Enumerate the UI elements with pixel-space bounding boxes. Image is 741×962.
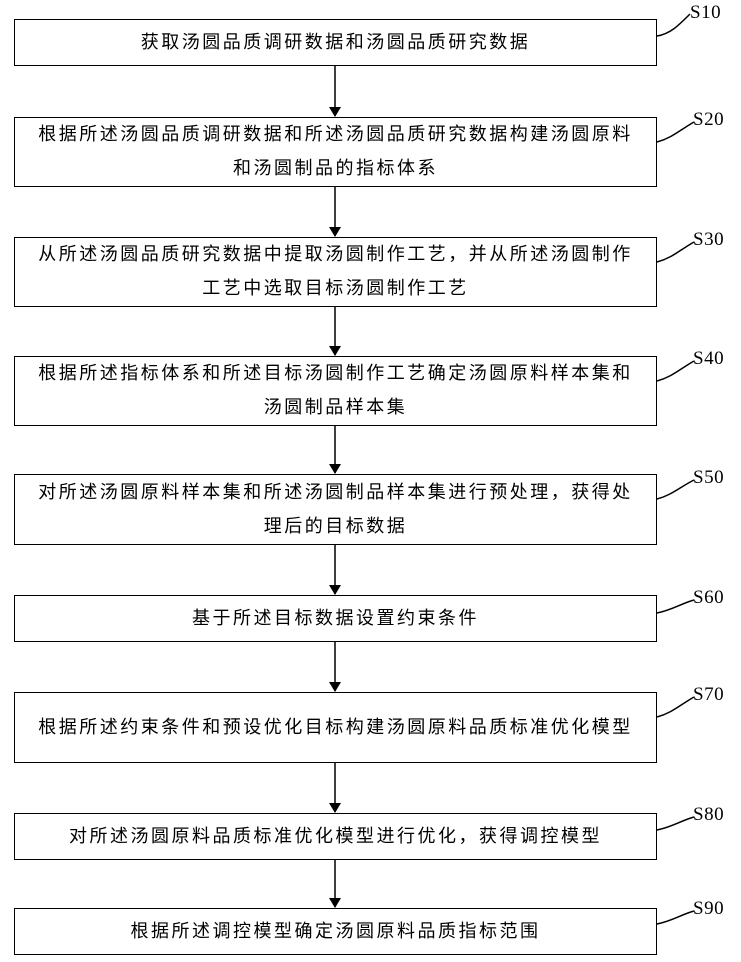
step-text-s80: 对所述汤圆原料品质标准优化模型进行优化，获得调控模型	[55, 820, 616, 854]
step-box-s50: 对所述汤圆原料样本集和所述汤圆制品样本集进行预处理，获得处理后的目标数据	[14, 474, 657, 545]
step-text-s50: 对所述汤圆原料样本集和所述汤圆制品样本集进行预处理，获得处理后的目标数据	[15, 476, 656, 544]
step-text-s30: 从所述汤圆品质研究数据中提取汤圆制作工艺，并从所述汤圆制作工艺中选取目标汤圆制作…	[15, 238, 656, 306]
step-label-s20: S20	[693, 109, 724, 131]
step-box-s70: 根据所述约束条件和预设优化目标构建汤圆原料品质标准优化模型	[14, 692, 657, 763]
step-text-s40: 根据所述指标体系和所述目标汤圆制作工艺确定汤圆原料样本集和汤圆制品样本集	[15, 357, 656, 425]
step-label-s30: S30	[693, 229, 724, 251]
step-label-s70: S70	[693, 684, 724, 706]
step-box-s30: 从所述汤圆品质研究数据中提取汤圆制作工艺，并从所述汤圆制作工艺中选取目标汤圆制作…	[14, 237, 657, 307]
step-box-s10: 获取汤圆品质调研数据和汤圆品质研究数据	[14, 19, 657, 66]
step-label-s80: S80	[693, 804, 724, 826]
step-text-s60: 基于所述目标数据设置约束条件	[178, 602, 493, 636]
leader-s60	[657, 600, 694, 613]
step-label-s50: S50	[693, 467, 724, 489]
leader-s50	[657, 480, 694, 499]
leader-s80	[657, 817, 694, 830]
step-box-s60: 基于所述目标数据设置约束条件	[14, 595, 657, 642]
step-text-s90: 根据所述调控模型确定汤圆原料品质指标范围	[117, 915, 555, 949]
leader-s70	[657, 697, 694, 717]
step-label-s10: S10	[690, 2, 721, 24]
step-label-s90: S90	[693, 898, 724, 920]
leader-s90	[657, 911, 694, 924]
leader-s30	[657, 242, 694, 262]
step-text-s20: 根据所述汤圆品质调研数据和所述汤圆品质研究数据构建汤圆原料和汤圆制品的指标体系	[15, 118, 656, 186]
step-text-s10: 获取汤圆品质调研数据和汤圆品质研究数据	[127, 26, 545, 60]
step-box-s20: 根据所述汤圆品质调研数据和所述汤圆品质研究数据构建汤圆原料和汤圆制品的指标体系	[14, 117, 657, 187]
step-label-s40: S40	[693, 348, 724, 370]
leader-s10	[657, 14, 690, 36]
step-box-s40: 根据所述指标体系和所述目标汤圆制作工艺确定汤圆原料样本集和汤圆制品样本集	[14, 356, 657, 426]
leader-s20	[657, 122, 694, 142]
step-box-s90: 根据所述调控模型确定汤圆原料品质指标范围	[14, 908, 657, 955]
leader-s40	[657, 361, 694, 381]
step-label-s60: S60	[693, 587, 724, 609]
step-text-s70: 根据所述约束条件和预设优化目标构建汤圆原料品质标准优化模型	[24, 711, 647, 745]
step-box-s80: 对所述汤圆原料品质标准优化模型进行优化，获得调控模型	[14, 813, 657, 860]
